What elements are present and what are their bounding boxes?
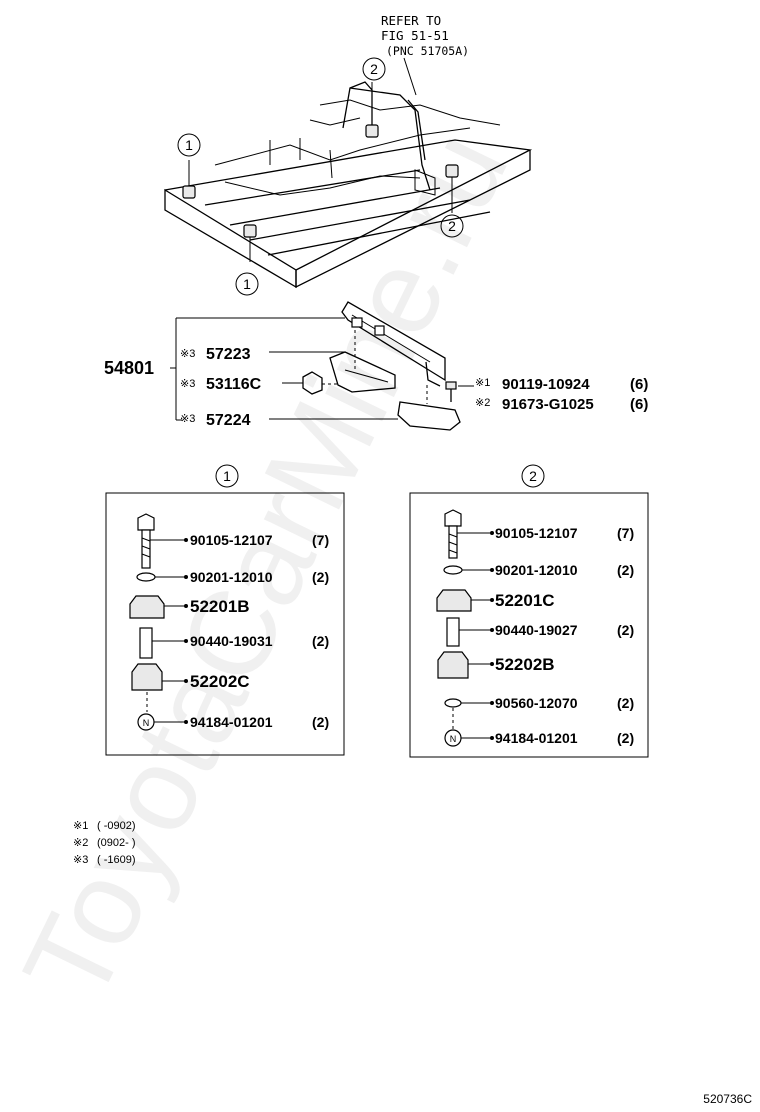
assembly-item-57223: ※3 57223 — [180, 346, 345, 363]
refer-line-2: FIG 51-51 — [381, 28, 449, 43]
svg-text:57224: 57224 — [206, 412, 251, 429]
box1-cushion-lower — [131, 663, 188, 691]
box2-part-90560-12070: 90560-12070 — [495, 695, 578, 711]
box1-part-90105-12107: 90105-12107 — [190, 532, 273, 548]
assembly-item-57224: ※3 57224 — [180, 412, 398, 429]
box-2-frame — [409, 492, 649, 758]
assembly-number: 54801 — [104, 358, 154, 378]
svg-text:N: N — [450, 734, 457, 744]
refer-line-1: REFER TO — [381, 13, 441, 28]
bolt-callout-90119-10924: ※1 90119-10924 (6) — [458, 376, 648, 393]
frame-illustration — [164, 81, 533, 289]
callout-1-box-header: 1 — [215, 464, 239, 488]
box2-part-90440-19027: 90440-19027 — [495, 622, 578, 638]
svg-text:※2: ※2 — [475, 397, 490, 409]
callout-2-box-header: 2 — [521, 464, 545, 488]
note-1-mark: ※1 — [73, 820, 88, 832]
box1-qty-4: (2) — [312, 633, 329, 649]
box1-collar — [139, 627, 188, 659]
callout-2-right: 2 — [440, 214, 464, 238]
box1-part-90440-19031: 90440-19031 — [190, 633, 273, 649]
box1-cushion-upper — [129, 595, 188, 619]
crossmember-illustration — [302, 301, 461, 431]
svg-text:※3: ※3 — [180, 348, 195, 360]
box2-part-94184-01201: 94184-01201 — [495, 730, 578, 746]
box2-qty-4: (2) — [617, 622, 634, 638]
box2-nut: N — [444, 729, 494, 747]
note-3-text: ( -1609) — [97, 854, 136, 866]
svg-text:1: 1 — [185, 137, 193, 153]
figure-id: 520736C — [703, 1092, 752, 1106]
refer-leader — [403, 57, 417, 96]
box2-washer — [443, 565, 494, 575]
box2-qty-2: (2) — [617, 562, 634, 578]
box1-part-52201B: 52201B — [190, 597, 250, 616]
box2-part-52202B: 52202B — [495, 655, 555, 674]
svg-text:※3: ※3 — [180, 413, 195, 425]
box2-part-90105-12107: 90105-12107 — [495, 525, 578, 541]
box1-qty-6: (2) — [312, 714, 329, 730]
callout-1-top-left: 1 — [177, 133, 201, 157]
svg-text:※1: ※1 — [475, 377, 490, 389]
box1-part-90201-12010: 90201-12010 — [190, 569, 273, 585]
note-1-text: ( -0902) — [97, 820, 136, 832]
callout-1-bottom: 1 — [235, 272, 259, 296]
box2-cushion-upper — [436, 589, 494, 612]
box2-qty-6: (2) — [617, 695, 634, 711]
svg-text:※3: ※3 — [180, 378, 195, 390]
note-2-text: (0902- ) — [97, 837, 136, 849]
refer-line-3: (PNC 51705A) — [386, 44, 469, 58]
date-notes: ※1 ( -0902) ※2 (0902- ) ※3 ( -1609) — [73, 820, 136, 866]
box2-qty-7: (2) — [617, 730, 634, 746]
svg-text:(6): (6) — [630, 376, 648, 393]
note-3-mark: ※3 — [73, 854, 88, 866]
svg-text:53116C: 53116C — [206, 376, 262, 393]
svg-text:2: 2 — [448, 218, 456, 234]
box2-collar — [446, 617, 494, 647]
box2-bolt — [444, 509, 494, 559]
box1-qty-2: (2) — [312, 569, 329, 585]
svg-text:N: N — [143, 718, 150, 728]
svg-text:90119-10924: 90119-10924 — [502, 376, 590, 393]
box2-qty-1: (7) — [617, 525, 634, 541]
box2-part-52201C: 52201C — [495, 591, 555, 610]
box1-qty-1: (7) — [312, 532, 329, 548]
box1-part-52202C: 52202C — [190, 672, 250, 691]
assembly-item-53116C: ※3 53116C — [180, 376, 303, 393]
note-2-mark: ※2 — [73, 837, 88, 849]
svg-text:2: 2 — [529, 468, 537, 484]
svg-text:1: 1 — [223, 468, 231, 484]
box2-washer-lower — [444, 698, 494, 708]
box-1-frame — [105, 492, 345, 756]
box2-part-90201-12010: 90201-12010 — [495, 562, 578, 578]
svg-text:1: 1 — [243, 276, 251, 292]
svg-text:57223: 57223 — [206, 346, 251, 363]
svg-text:2: 2 — [370, 61, 378, 77]
box1-bolt — [137, 513, 188, 569]
bolt-callout-91673-G1025: ※2 91673-G1025 (6) — [475, 396, 648, 413]
box1-part-94184-01201: 94184-01201 — [190, 714, 273, 730]
box1-washer — [136, 572, 188, 582]
assembly-bracket — [170, 317, 345, 421]
svg-text:(6): (6) — [630, 396, 648, 413]
box2-cushion-lower — [437, 651, 494, 679]
callout-2-top: 2 — [362, 57, 386, 81]
box1-nut: N — [137, 713, 188, 731]
svg-text:91673-G1025: 91673-G1025 — [502, 396, 594, 413]
